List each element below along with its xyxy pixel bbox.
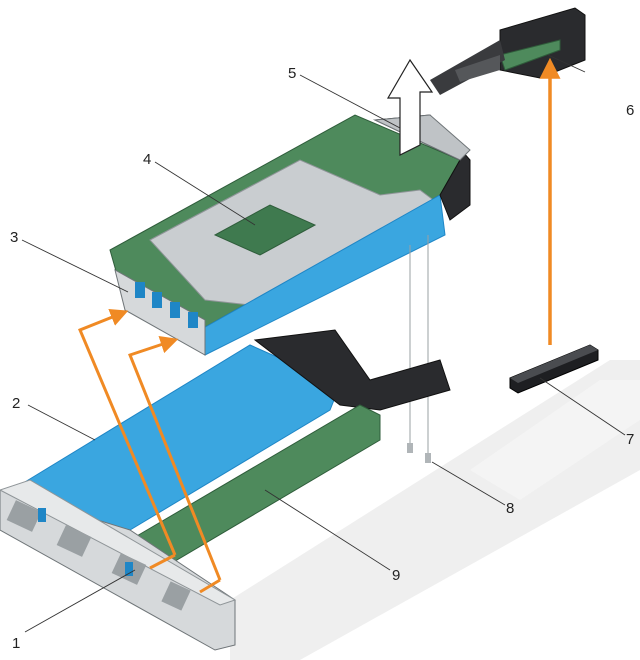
bracket-blue-latches — [135, 282, 198, 328]
callout-9: 9 — [392, 567, 400, 584]
pin-right-head — [425, 453, 431, 463]
callout-labels: 1 2 3 4 5 6 7 8 9 — [10, 65, 634, 652]
orange-base-line — [149, 553, 176, 570]
board-connector — [509, 344, 599, 394]
orange-arrow-icon — [128, 336, 222, 581]
callout-7: 7 — [626, 431, 634, 448]
lower-chassis-assembly — [0, 329, 451, 651]
up-arrow-icon — [386, 58, 434, 156]
ribbon-cable-2 — [455, 55, 500, 82]
callout-8: 8 — [506, 500, 514, 517]
floor-shadow-2 — [470, 380, 640, 500]
callout-5: 5 — [288, 65, 296, 82]
chassis-front-face — [0, 479, 237, 606]
orange-base-line-2 — [199, 578, 221, 594]
orange-guide-arrows — [78, 308, 222, 594]
chassis-blue-latches — [38, 508, 133, 576]
pin-left-head — [407, 443, 413, 453]
callout-3: 3 — [10, 229, 18, 246]
chassis-bay-slots — [6, 500, 191, 611]
callout-6: 6 — [626, 102, 634, 119]
orange-arrow-icon — [78, 308, 177, 556]
callout-4: 4 — [143, 151, 151, 168]
upper-carrier-assembly — [109, 114, 471, 463]
callout-2: 2 — [12, 395, 20, 412]
chassis-rear-rails — [253, 329, 451, 411]
cover-label — [213, 204, 317, 256]
riser-connector-bracket — [430, 7, 586, 95]
callout-leaders — [21, 54, 626, 633]
callout-1: 1 — [12, 635, 20, 652]
